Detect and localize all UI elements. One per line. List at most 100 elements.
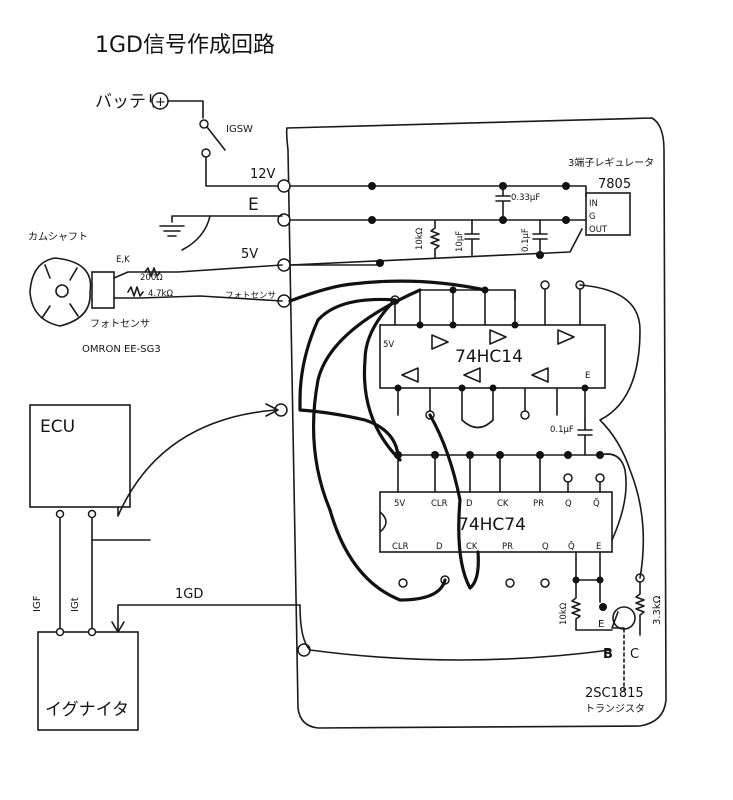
diagram-title: 1GD信号作成回路 [95,33,275,58]
igsw-contact-bottom [201,148,211,158]
battery-plus: + [155,95,166,110]
node [416,321,424,329]
node [394,384,402,392]
camshaft-center [55,284,69,298]
node [563,473,573,483]
res-10k-b [571,579,613,631]
ic2-top-6: Q̄ [593,497,600,509]
ic2-top-1: CLR [431,499,448,509]
transistor-leads [611,611,625,629]
hc14-jumper-bottom [461,419,494,429]
reg-out: OUT [589,225,608,235]
res-10k [430,219,440,258]
hc14-gates-bottom [401,367,549,383]
transistor-word: トランジスタ [585,703,645,715]
camshaft-label: カムシャフト [28,231,88,243]
label-12v: 12V [250,167,276,182]
ecu-label: ECU [40,417,75,437]
ic2-notch [379,511,387,533]
node [398,578,408,588]
node [55,627,65,637]
battery-label: バッテリ [95,92,163,112]
ic2-bot-2: CK [466,542,478,552]
ground-lead [171,215,283,223]
photo-sensor-label: フォトセンサ [90,318,150,330]
res-200 [144,267,161,277]
camshaft-disk [29,257,92,327]
ecu-box [29,404,131,508]
node [599,603,607,611]
transistor-part: 2SC1815 [585,686,644,701]
terminal-1gd [297,643,311,657]
igf-label: IGF [32,595,43,612]
ic2-top-2: D [466,499,473,509]
reg-in: IN [589,199,598,209]
igt-label: IGt [70,597,81,612]
board-outline [285,117,667,729]
node [87,627,97,637]
hc14-gates-top [431,329,575,350]
node [595,473,605,483]
regulator-title: 3端子レギュレータ [568,156,654,169]
igsw-contact-top [199,119,209,129]
sensor-signal-wire [113,295,283,302]
res-47k [127,286,144,297]
jumper-5v-b [362,298,402,462]
ic2-bot-1: D [436,542,443,552]
node [540,280,550,290]
jumper-photo-in [288,279,487,303]
battery-wire [167,100,204,119]
wire-ic2-loop [599,453,627,541]
cap-10u [464,219,480,256]
camshaft-slots [41,264,79,319]
node [581,384,589,392]
node [87,509,97,519]
res-10k-label: 10kΩ [415,227,425,250]
wire-to-r33k [579,284,645,579]
ic2-top-pins [397,454,601,493]
tr-e-label: E [598,619,604,630]
node [376,259,384,267]
node [55,509,65,519]
cap-01-b [577,419,593,456]
node [520,410,530,420]
ic-74hc74 [379,491,613,553]
reg-out-wire [289,228,583,266]
ic2-top-0: 5V [394,499,405,509]
node [505,578,515,588]
cap-10u-label: 10μF [455,231,465,252]
cap-033-label: 0.33μF [511,193,540,203]
ic1-5v: 5V [383,340,394,350]
cap-01-b-label: 0.1μF [550,425,574,435]
ground-to-sensor [181,215,211,251]
rail-12v [289,185,587,198]
ic2-bot-6: E [596,542,601,552]
sensor-5v-wire [113,264,283,279]
jumper-clr [311,288,447,602]
ic2-bot-0: CLR [392,542,409,552]
label-5v: 5V [241,247,258,262]
res-10k-b-label: 10kΩ [559,602,569,625]
label-e: E [248,195,259,215]
ic2-bot-3: PR [502,542,513,552]
ic1-name: 74HC14 [455,347,523,367]
ecu-igt-out [117,409,276,517]
tr-c-label: C [630,647,639,662]
cap-033 [495,185,511,221]
wire-12v-in [205,156,283,187]
res-33k-label: 3.3kΩ [652,595,663,625]
1gd-wire-board [299,604,611,661]
node [564,451,572,459]
res-33k [635,581,645,636]
ic2-top-5: Q [565,499,572,509]
node [562,216,570,224]
cap-01-a-label: 0.1μF [521,228,531,252]
ic2-top-4: PR [533,499,544,509]
terminal-12v [277,179,291,193]
igsw-label: IGSW [226,124,253,135]
regulator-body [585,192,631,236]
ek-label: E,K [116,255,130,265]
1gd-wire-igniter [111,604,301,633]
photo-sensor-body [91,271,115,309]
igniter-label: イグナイタ [45,700,129,720]
